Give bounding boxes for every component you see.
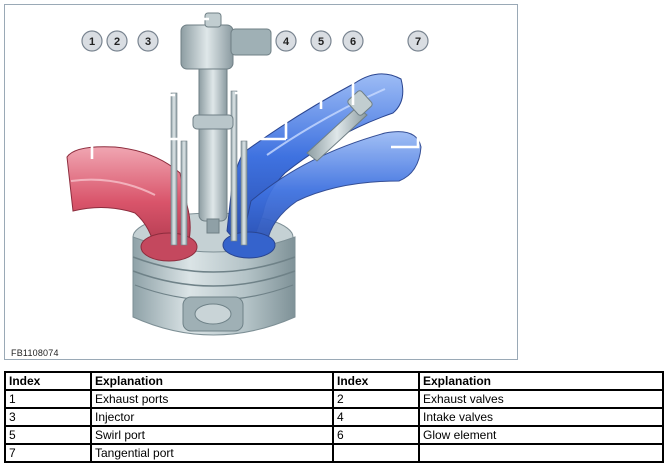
index-cell: 2 [332, 389, 420, 409]
exhaust-port [66, 146, 198, 262]
svg-text:4: 4 [283, 36, 290, 48]
table-row: 3 Injector 4 Intake valves [4, 407, 664, 427]
index-cell: 5 [4, 425, 92, 445]
svg-text:3: 3 [145, 36, 151, 48]
svg-text:2: 2 [114, 36, 120, 48]
legend-table: Index Explanation Index Explanation 1 Ex… [4, 371, 664, 463]
explanation-cell: Exhaust valves [418, 389, 664, 409]
callout-5: 5 [310, 30, 332, 52]
exhaust-valves [170, 92, 188, 246]
figure-id-label: FB1108074 [11, 348, 59, 358]
leader-lines [90, 17, 420, 159]
index-cell: 4 [332, 407, 420, 427]
table-row: 1 Exhaust ports 2 Exhaust valves [4, 389, 664, 409]
callout-2: 2 [106, 30, 128, 52]
table-row: 7 Tangential port [4, 443, 664, 463]
svg-text:6: 6 [350, 36, 356, 48]
svg-text:5: 5 [318, 36, 324, 48]
legend-header-row: Index Explanation Index Explanation [4, 371, 664, 391]
explanation-cell [418, 443, 664, 463]
cylinder-head-illustration: 1 2 3 4 5 6 7 [66, 12, 429, 336]
intake-valves [230, 90, 248, 246]
explanation-cell: Injector [90, 407, 334, 427]
svg-text:1: 1 [89, 36, 95, 48]
callout-4: 4 [275, 30, 297, 52]
explanation-cell: Tangential port [90, 443, 334, 463]
explanation-cell: Swirl port [90, 425, 334, 445]
svg-text:7: 7 [415, 36, 421, 48]
table-row: 5 Swirl port 6 Glow element [4, 425, 664, 445]
index-cell [332, 443, 420, 463]
header-explanation: Explanation [418, 371, 664, 391]
index-cell: 1 [4, 389, 92, 409]
callout-7: 7 [407, 30, 429, 52]
header-index: Index [4, 371, 92, 391]
callout-3: 3 [137, 30, 159, 52]
explanation-cell: Exhaust ports [90, 389, 334, 409]
header-explanation: Explanation [90, 371, 334, 391]
header-index: Index [332, 371, 420, 391]
explanation-cell: Glow element [418, 425, 664, 445]
index-cell: 3 [4, 407, 92, 427]
engine-diagram: 1 2 3 4 5 6 7 FB1108074 [4, 4, 518, 360]
callout-1: 1 [81, 30, 103, 52]
index-cell: 6 [332, 425, 420, 445]
injector [180, 12, 272, 234]
callout-6: 6 [342, 30, 364, 52]
explanation-cell: Intake valves [418, 407, 664, 427]
index-cell: 7 [4, 443, 92, 463]
